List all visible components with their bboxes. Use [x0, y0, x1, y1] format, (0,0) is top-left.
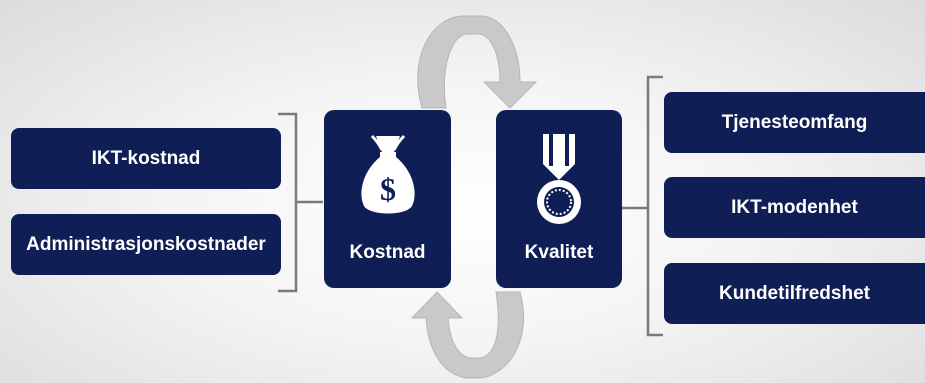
right-item-ikt-modenhet: IKT-modenhet [664, 177, 925, 238]
left-bracket [278, 112, 323, 293]
medal-icon [496, 132, 622, 232]
svg-text:$: $ [380, 171, 396, 207]
quality-card: Kvalitet [496, 110, 622, 288]
quality-label: Kvalitet [524, 242, 594, 263]
left-item-administrasjonskostnader: Administrasjonskostnader [11, 214, 281, 275]
right-bracket [622, 75, 663, 337]
cycle-arrow-top [417, 15, 538, 109]
cost-card: $ Kostnad [324, 110, 451, 288]
cost-label: Kostnad [349, 242, 426, 263]
money-bag-icon: $ [324, 132, 451, 218]
right-item-kundetilfredshet: Kundetilfredshet [664, 263, 925, 324]
left-item-ikt-kostnad: IKT-kostnad [11, 128, 281, 189]
cycle-arrow-bottom [410, 291, 525, 379]
right-item-tjenesteomfang: Tjenesteomfang [664, 92, 925, 153]
